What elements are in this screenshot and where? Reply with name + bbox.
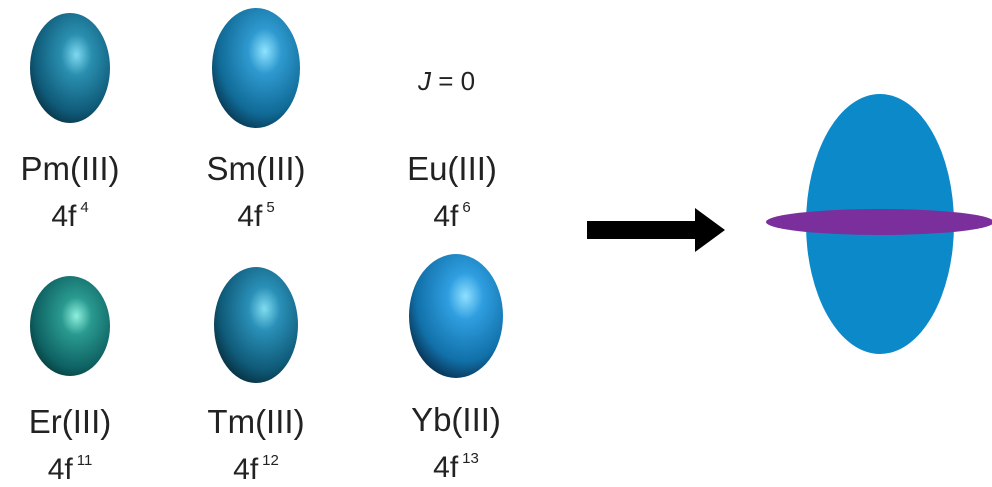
right-arrow-icon — [585, 200, 735, 260]
config-base: 4f — [237, 200, 262, 233]
prolate-orbital-icon — [186, 262, 326, 392]
config-count: 5 — [266, 199, 274, 216]
config-count: 12 — [262, 452, 279, 469]
config-count: 4 — [80, 199, 88, 216]
prolate-orbital-icon — [0, 268, 140, 388]
prolate-orbital-icon — [386, 248, 526, 388]
config-base: 4f — [48, 453, 73, 486]
j-variable: J — [418, 66, 431, 96]
config-count: 13 — [462, 450, 479, 467]
config-count: 6 — [462, 199, 470, 216]
ion-name: Er(III) — [0, 404, 140, 440]
prolate-orbital-icon — [186, 4, 326, 134]
config-count: 11 — [77, 452, 93, 469]
config-base: 4f — [233, 453, 258, 486]
prolate-ellipsoid-with-disc-icon — [760, 90, 992, 365]
arrow-shape — [587, 208, 725, 252]
ion-name: Tm(III) — [186, 404, 326, 440]
equatorial-disc — [766, 209, 992, 235]
ion-name: Sm(III) — [186, 151, 326, 187]
config-base: 4f — [51, 200, 76, 233]
ion-name: Eu(III) — [382, 151, 522, 187]
prolate-orbital-icon — [0, 8, 140, 128]
config-base: 4f — [433, 451, 458, 484]
config-base: 4f — [433, 200, 458, 233]
j-value: = 0 — [431, 66, 475, 96]
j-zero-label: J = 0 — [418, 66, 475, 96]
ion-name: Yb(III) — [386, 402, 526, 438]
ion-name: Pm(III) — [0, 151, 140, 187]
